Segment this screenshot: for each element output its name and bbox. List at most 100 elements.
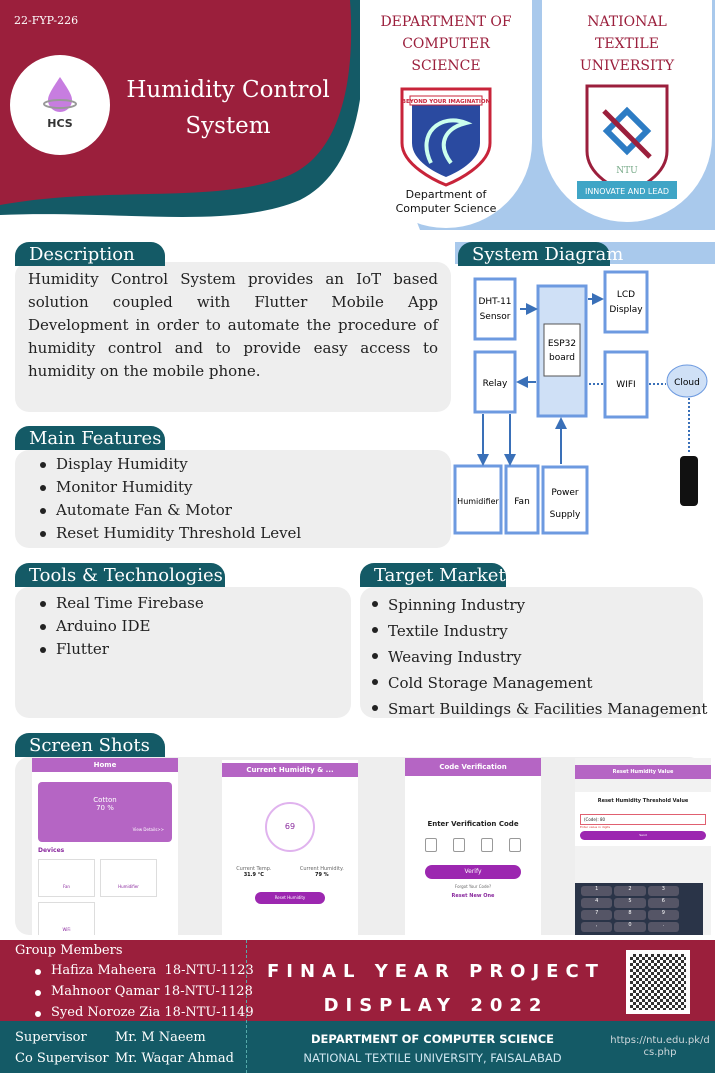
esp32-label: ESP32 xyxy=(548,339,576,349)
footer-institution: DEPARTMENT OF COMPUTER SCIENCE NATIONAL … xyxy=(255,1030,610,1068)
market-item: Smart Buildings & Facilities Management xyxy=(366,696,707,722)
feature-item: Automate Fan & Motor xyxy=(34,499,301,522)
display-label: Display xyxy=(609,305,643,315)
target-market-list: Spinning Industry Textile Industry Weavi… xyxy=(366,592,707,722)
dht11-block xyxy=(473,277,517,341)
key[interactable]: 8 xyxy=(614,910,646,920)
key[interactable]: 9 xyxy=(647,910,679,920)
member-id: 18-NTU-1149 xyxy=(164,1005,254,1020)
banner-line-2: DISPLAY 2022 xyxy=(323,995,549,1016)
cloud-label: Cloud xyxy=(674,378,700,388)
humidity-appbar: Current Humidity & ... xyxy=(222,763,358,777)
header: 22-FYP-226 HCS Humidity Control System D… xyxy=(0,0,715,230)
key[interactable]: . xyxy=(647,922,679,932)
key[interactable]: 1 xyxy=(581,886,613,896)
tool-item: Flutter xyxy=(34,638,204,661)
footer-university: NATIONAL TEXTILE UNIVERSITY, FAISALABAD xyxy=(303,1051,562,1065)
ntu-text: NTU xyxy=(616,166,638,176)
view-details-link[interactable]: View Details>> xyxy=(132,827,164,832)
market-item: Textile Industry xyxy=(366,618,707,644)
tool-item: Real Time Firebase xyxy=(34,592,204,615)
project-code: 22-FYP-226 xyxy=(14,14,79,27)
code-digit-input[interactable] xyxy=(509,838,521,852)
reset-screenshot: Reset Humidity Value Reset Humidity Thre… xyxy=(575,758,711,935)
board-label: board xyxy=(549,353,575,363)
device-humidifier[interactable]: Humidifier xyxy=(100,859,157,897)
key[interactable]: 4 xyxy=(581,898,613,908)
esp32-inner xyxy=(543,323,581,377)
reset-humidity-button[interactable]: Reset Humidity xyxy=(255,892,325,904)
threshold-input[interactable]: (Code): 80 xyxy=(580,814,706,825)
co-supervisor-name: Mr. Waqar Ahmad xyxy=(115,1051,234,1066)
supervisor-label: Supervisor xyxy=(15,1030,87,1045)
temp-value: 31.9 °C xyxy=(243,872,264,878)
system-diagram: DHT-11 Sensor ESP32 board LCD Display Re… xyxy=(453,270,708,535)
target-market-panel xyxy=(360,587,703,718)
dht11-label: DHT-11 xyxy=(478,297,511,307)
group-members: Group Members Hafiza Maheera 18-NTU-1123… xyxy=(15,942,254,1023)
relay-block xyxy=(473,350,517,414)
title-line-2: System xyxy=(185,113,271,139)
footer-divider xyxy=(246,940,247,1073)
qr-code xyxy=(626,950,690,1014)
verify-heading: Enter Verification Code xyxy=(427,820,519,828)
key[interactable]: 5 xyxy=(614,898,646,908)
key[interactable]: 6 xyxy=(647,898,679,908)
forgot-code-text: Forgot Your Code? xyxy=(454,884,492,889)
university-panel: NATIONAL TEXTILE UNIVERSITY NTU INNOVATE… xyxy=(542,0,712,222)
humidity-value: 79 % xyxy=(314,872,329,878)
footer-top xyxy=(0,940,715,1021)
dept-title: DEPARTMENT OF COMPUTER SCIENCE xyxy=(380,14,512,74)
key[interactable]: 3 xyxy=(647,886,679,896)
code-digit-input[interactable] xyxy=(425,838,437,852)
description-heading: Description xyxy=(15,242,165,266)
phone-icon xyxy=(680,456,698,506)
key[interactable]: , xyxy=(581,922,613,932)
key[interactable]: 0 xyxy=(614,922,646,932)
humidifier-block xyxy=(453,464,503,535)
wifi-block xyxy=(603,350,649,419)
co-supervisor-label: Co Supervisor xyxy=(15,1051,109,1066)
university-logo: NTU INNOVATE AND LEAD xyxy=(577,84,677,199)
humidity-label: Current Humidity. xyxy=(299,866,344,872)
card-value: 70 % xyxy=(96,804,114,812)
sensor-label: Sensor xyxy=(480,312,511,322)
member-id: 18-NTU-1123 xyxy=(164,963,254,978)
footer-dept: DEPARTMENT OF COMPUTER SCIENCE xyxy=(310,1032,555,1046)
member-id: 18-NTU-1128 xyxy=(163,984,253,999)
feature-item: Reset Humidity Threshold Level xyxy=(34,522,301,545)
key[interactable]: 2 xyxy=(614,886,646,896)
market-item: Weaving Industry xyxy=(366,644,707,670)
member-name: Hafiza Maheera xyxy=(51,963,157,978)
power-label: Power xyxy=(551,488,579,498)
target-market-heading: Target Market xyxy=(360,563,506,587)
home-appbar: Home xyxy=(32,758,178,772)
reset-appbar: Reset Humidity Value xyxy=(575,765,711,779)
code-digit-input[interactable] xyxy=(453,838,465,852)
university-title: NATIONAL TEXTILE UNIVERSITY xyxy=(579,14,675,74)
code-digit-input[interactable] xyxy=(481,838,493,852)
dept-logo-caption: Department of Computer Science xyxy=(395,188,497,215)
features-list: Display Humidity Monitor Humidity Automa… xyxy=(34,453,301,545)
lcd-label: LCD xyxy=(617,290,635,300)
input-hint: Enter value in digits xyxy=(580,825,611,829)
fyp-banner: FINAL YEAR PROJECT DISPLAY 2022 xyxy=(255,955,617,1023)
fan-label: Fan xyxy=(514,497,530,507)
poster-title: Humidity Control System xyxy=(118,72,338,144)
card-title: Cotton xyxy=(93,796,117,804)
device-fan[interactable]: Fan xyxy=(38,859,95,897)
verify-screenshot: Code Verification Enter Verification Cod… xyxy=(405,758,541,935)
lcd-block xyxy=(603,270,649,334)
verify-button[interactable]: Verify xyxy=(425,865,521,879)
dept-panel: DEPARTMENT OF COMPUTER SCIENCE BEYOND YO… xyxy=(360,0,532,228)
key[interactable]: 7 xyxy=(581,910,613,920)
feature-item: Monitor Humidity xyxy=(34,476,301,499)
tools-list: Real Time Firebase Arduino IDE Flutter xyxy=(34,592,204,661)
device-wifi[interactable]: WiFi xyxy=(38,902,95,935)
fan-block xyxy=(504,464,540,535)
footer-url[interactable]: https://ntu.edu.pk/dcs.php xyxy=(610,1035,710,1058)
power-block xyxy=(541,465,589,535)
reset-new-link[interactable]: Reset New One xyxy=(451,893,495,899)
wifi-label: WIFI xyxy=(616,380,635,390)
send-button[interactable]: Send xyxy=(580,831,706,840)
